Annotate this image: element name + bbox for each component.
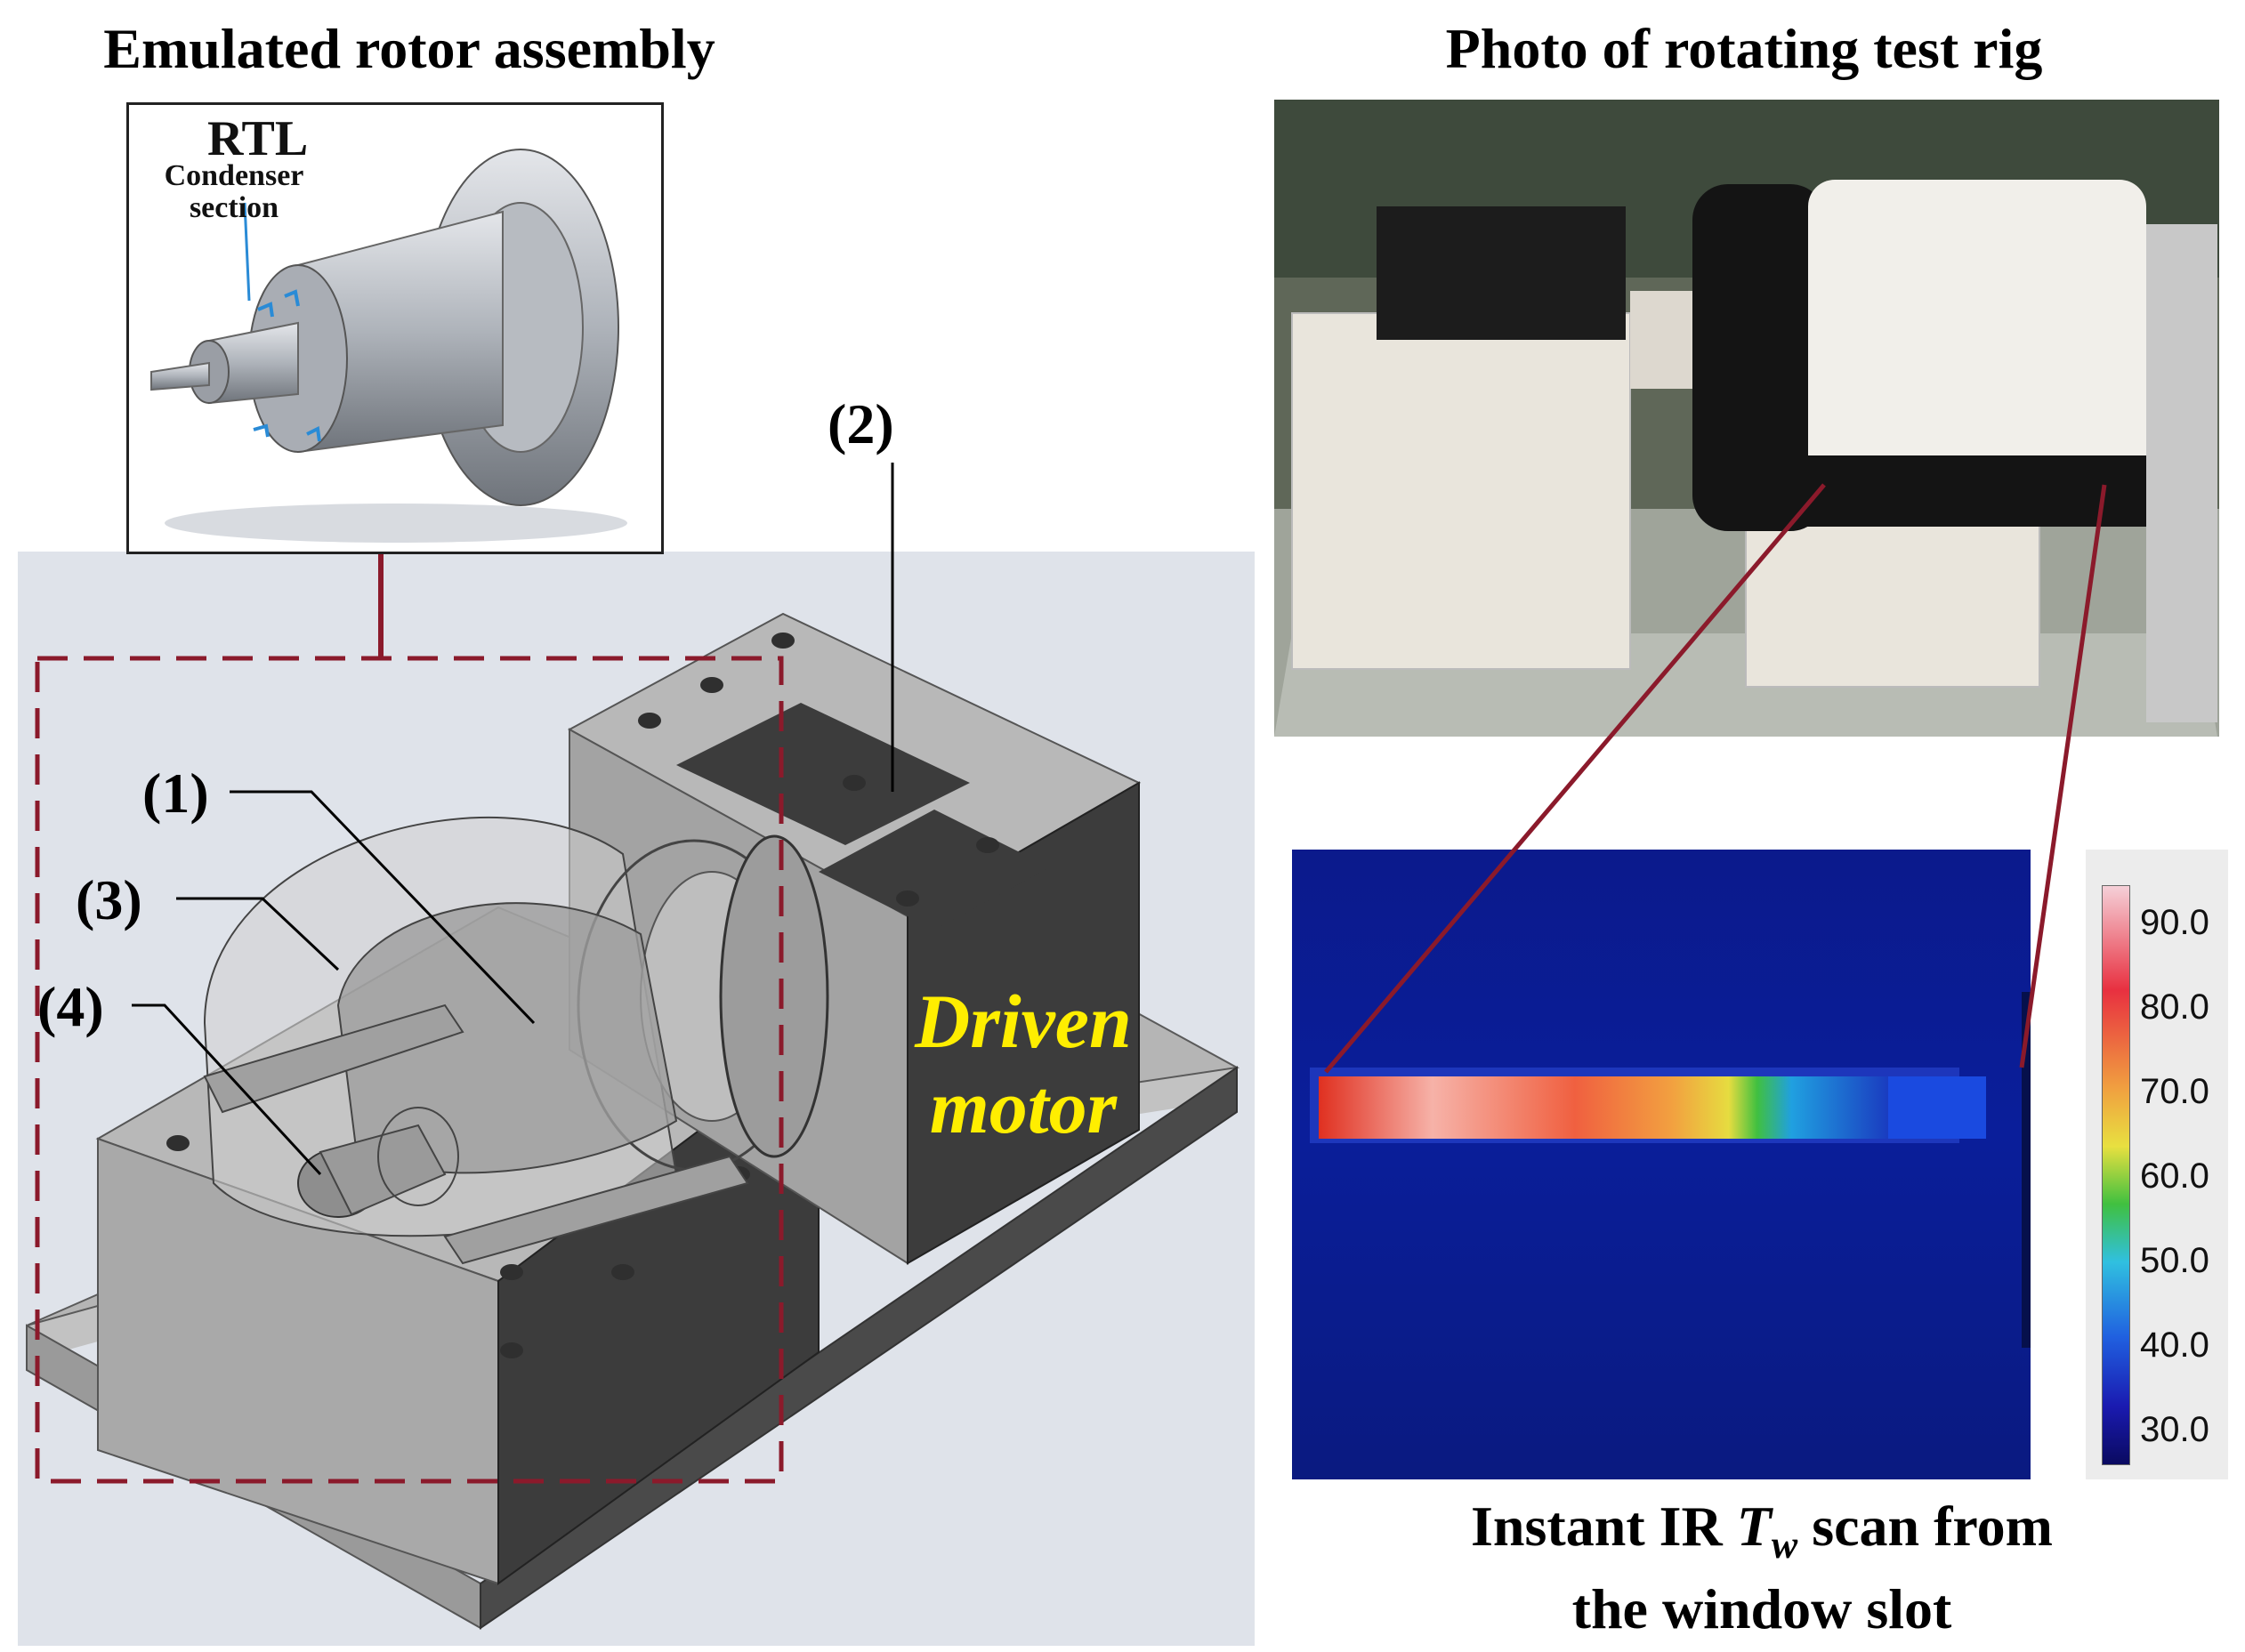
label-3: (3) [76, 868, 142, 931]
ir-caption: Instant IR Tw scan from the window slot [1317, 1495, 2207, 1641]
colorbar-tick-60: 60.0 [2140, 1156, 2209, 1196]
ir-caption-line2: the window slot [1571, 1576, 1952, 1640]
condenser-line1: Condenser [164, 159, 304, 192]
label-1: (1) [142, 762, 209, 825]
caption-subscript: w [1771, 1522, 1798, 1567]
rotor-render [150, 149, 627, 543]
cad-rig-drawing [26, 463, 1240, 1630]
rig-photo [1274, 100, 2219, 737]
colorbar-tick-90: 90.0 [2140, 903, 2209, 942]
condenser-section-label: Condenser section [163, 160, 305, 224]
rig-photo-render [1274, 100, 2219, 737]
caption-prefix: Instant IR [1471, 1495, 1737, 1558]
ir-hot-strip [1310, 992, 2031, 1348]
rotor-inset: RTL Condenser section [126, 102, 664, 554]
rtl-label: RTL [207, 111, 309, 166]
label-2: (2) [828, 392, 894, 455]
left-panel-title: Emulated rotor assembly [103, 17, 715, 80]
caption-suffix: scan from [1797, 1495, 2053, 1558]
driven-motor-label: Driven motor [872, 979, 1175, 1149]
colorbar-tick-80: 80.0 [2140, 987, 2209, 1027]
ir-colorbar [2102, 885, 2130, 1465]
label-4: (4) [37, 975, 104, 1038]
colorbar-tick-40: 40.0 [2140, 1326, 2209, 1365]
ir-scan-image [1292, 850, 2031, 1479]
driven-motor-line1: Driven [915, 979, 1132, 1064]
colorbar-tick-70: 70.0 [2140, 1072, 2209, 1111]
caption-T: T [1736, 1495, 1772, 1558]
ir-caption-line1: Instant IR Tw scan from [1317, 1495, 2207, 1577]
driven-motor-line2: motor [929, 1064, 1118, 1149]
colorbar-tick-30: 30.0 [2140, 1410, 2209, 1449]
condenser-line2: section [189, 191, 279, 224]
colorbar-tick-50: 50.0 [2140, 1241, 2209, 1280]
right-panel-title: Photo of rotating test rig [1445, 17, 2043, 80]
